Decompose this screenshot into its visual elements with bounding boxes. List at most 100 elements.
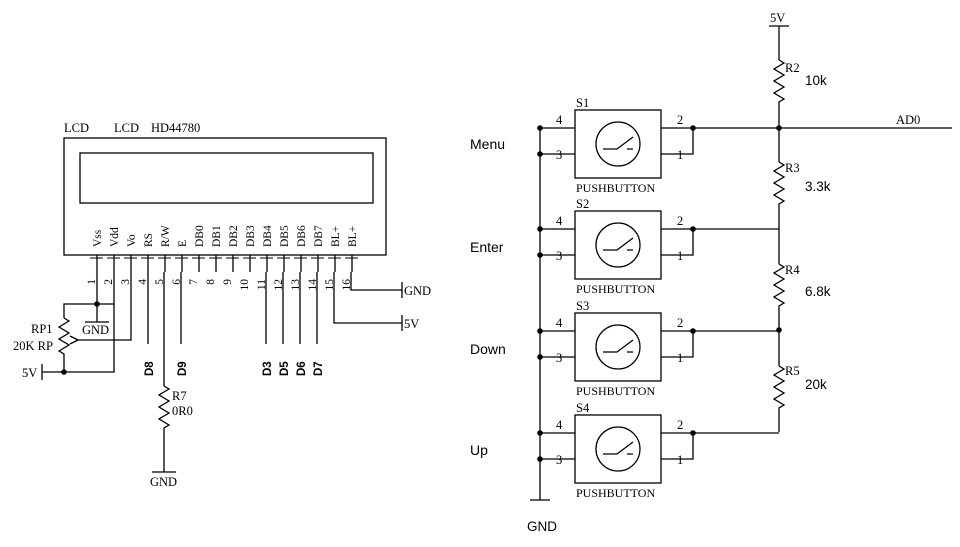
button-body <box>574 210 662 280</box>
lcd-pin-name: DB6 <box>296 225 308 247</box>
potentiometer-rp1 <box>57 317 71 372</box>
resistor-r5 <box>772 365 786 432</box>
pin4-label: 4 <box>556 418 563 432</box>
button-name-label: Up <box>470 442 488 458</box>
wire-pin1 <box>661 229 694 256</box>
signal-label: D8 <box>144 361 156 376</box>
lcd-pin-name: BL+ <box>347 226 359 247</box>
lcd-pin-number: 12 <box>273 279 285 291</box>
lcd-pin-name: Vo <box>126 234 138 247</box>
lcd-pin-number: 13 <box>290 279 302 291</box>
lcd-pin-name: DB7 <box>313 225 325 247</box>
signal-label: D3 <box>262 361 274 376</box>
supply-label: 5V <box>770 11 785 25</box>
junction-pin3 <box>537 456 543 462</box>
resistor-r4 <box>772 263 786 330</box>
pushbutton-group: S1MenuPUSHBUTTON4321S2EnterPUSHBUTTON432… <box>470 96 779 500</box>
pin3-label: 3 <box>556 148 562 162</box>
r4-value-label: 6.8k <box>805 284 831 299</box>
pin1-label: 1 <box>677 351 683 365</box>
pin1-label: 1 <box>677 148 683 162</box>
pot-value-label: 20K RP <box>13 339 53 353</box>
junction-pin2 <box>690 430 696 436</box>
resistor-r7 <box>157 385 171 472</box>
wire-pin1 <box>661 433 694 460</box>
wire-vo-wiper <box>78 272 132 341</box>
lcd-pin-number: 15 <box>324 279 336 291</box>
junction-pin4 <box>537 328 543 334</box>
r5-value-label: 20k <box>805 377 827 392</box>
lcd-section: LCD LCD HD44780 Vss1Vdd2Vo3RS4R/W5E6DB07… <box>13 121 431 489</box>
lcd-pin-name: R/W <box>160 225 172 247</box>
output-label: AD0 <box>896 113 920 127</box>
lcd-part-number: HD44780 <box>151 121 200 135</box>
lcd-display-window <box>79 152 374 204</box>
button-body <box>574 414 662 484</box>
wire-pin1 <box>661 331 694 358</box>
lcd-pin-name: DB2 <box>228 225 240 247</box>
lcd-pin-number: 10 <box>239 279 251 291</box>
lcd-pin-number: 6 <box>171 279 183 285</box>
v5-bl-label: 5V <box>404 317 419 331</box>
junction-pin2 <box>690 125 696 131</box>
lcd-pin-number: 14 <box>307 279 319 291</box>
gnd-bottom-label: GND <box>150 475 177 489</box>
wire-vdd <box>97 272 115 305</box>
button-part-label: PUSHBUTTON <box>576 384 655 398</box>
signal-label: D7 <box>313 361 325 376</box>
junction-pin3 <box>537 151 543 157</box>
lcd-pin-name: DB4 <box>262 225 274 247</box>
button-name-label: Enter <box>470 239 504 255</box>
r3-value-label: 3.3k <box>805 179 831 194</box>
lcd-pin-number: 1 <box>86 279 98 285</box>
button-body <box>574 312 662 382</box>
resistor-r2 <box>772 59 786 128</box>
gnd-top-label: GND <box>404 284 431 298</box>
lcd-pin-number: 7 <box>188 279 200 285</box>
junction-pin2 <box>690 328 696 334</box>
pin4-label: 4 <box>556 113 563 127</box>
keypad-section: 5V AD0 R2 10k R3 3.3k R4 6.8k R5 20k GND… <box>470 11 952 534</box>
r2-value-label: 10k <box>805 73 827 88</box>
pin2-label: 2 <box>677 214 683 228</box>
r4-ref-label: R4 <box>785 263 800 277</box>
v5-pot-label: 5V <box>22 366 37 380</box>
wire-bl-5v <box>333 272 402 324</box>
junction-pin3 <box>537 354 543 360</box>
button-ref-label: S3 <box>576 299 589 313</box>
junction-pin2 <box>690 226 696 232</box>
lcd-pin-number: 11 <box>256 279 268 290</box>
button-part-label: PUSHBUTTON <box>576 181 655 195</box>
gnd-mid-label: GND <box>82 323 109 337</box>
lcd-pin-group: Vss1Vdd2Vo3RS4R/W5E6DB07DB18DB29DB310DB4… <box>86 225 359 290</box>
pin1-label: 1 <box>677 249 683 263</box>
lcd-pin-name: DB1 <box>211 225 223 247</box>
r3-ref-label: R3 <box>785 161 800 175</box>
resistor-r3 <box>772 161 786 229</box>
switch-contact-icon <box>603 441 634 455</box>
switch-contact-icon <box>603 237 634 251</box>
lcd-pin-number: 9 <box>222 279 234 285</box>
lcd-title-left: LCD <box>64 121 89 135</box>
lcd-pin-number: 16 <box>341 279 353 291</box>
lcd-pin-number: 3 <box>120 279 132 285</box>
button-ref-label: S1 <box>576 96 589 110</box>
lcd-pin-number: 2 <box>103 279 115 285</box>
r7-ref-label: R7 <box>172 389 187 403</box>
pot-ref-label: RP1 <box>31 322 53 336</box>
pin4-label: 4 <box>556 214 563 228</box>
pin2-label: 2 <box>677 113 683 127</box>
button-actuator <box>595 324 641 370</box>
lcd-pin-name: Vdd <box>109 227 121 247</box>
switch-contact-icon <box>603 339 634 353</box>
lcd-title-right: LCD <box>114 121 139 135</box>
pin1-label: 1 <box>677 453 683 467</box>
button-body <box>574 109 662 179</box>
r5-ref-label: R5 <box>785 364 800 378</box>
r7-value-label: 0R0 <box>172 404 193 418</box>
